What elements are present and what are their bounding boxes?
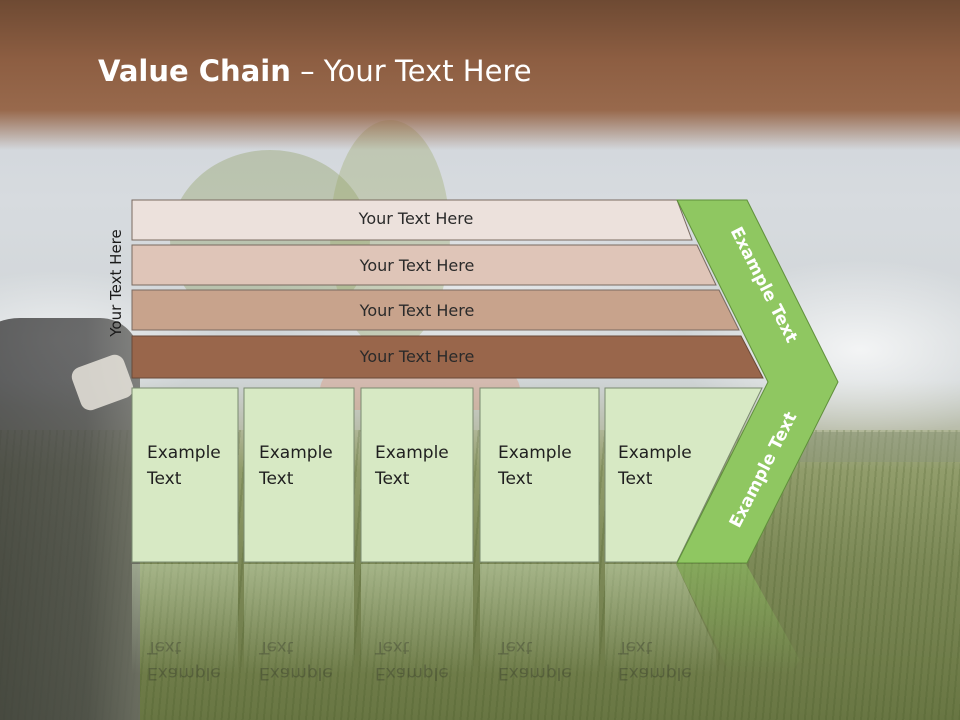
bar-label-2: Your Text Here	[359, 256, 475, 275]
bar-shape-3	[131, 289, 740, 331]
bar-shape-2	[131, 244, 717, 286]
bar-shape-1	[131, 199, 693, 241]
side-label: Your Text Here	[107, 229, 125, 337]
header-band	[0, 0, 960, 150]
chevron-arrow	[676, 199, 839, 564]
box-shape-2	[243, 387, 355, 563]
diagram-reflection	[132, 564, 800, 674]
title-bold: Value Chain	[98, 54, 291, 88]
box-shape-1	[131, 387, 239, 563]
box-shape-4	[479, 387, 600, 563]
box-shape-3	[360, 387, 474, 563]
title-rest: – Your Text Here	[290, 54, 532, 88]
page-title: Value Chain – Your Text Here	[98, 54, 532, 88]
bar-label-1: Your Text Here	[358, 209, 474, 228]
bar-label-3: Your Text Here	[359, 301, 475, 320]
bar-shape-4	[131, 335, 764, 379]
bar-label-4: Your Text Here	[359, 347, 475, 366]
